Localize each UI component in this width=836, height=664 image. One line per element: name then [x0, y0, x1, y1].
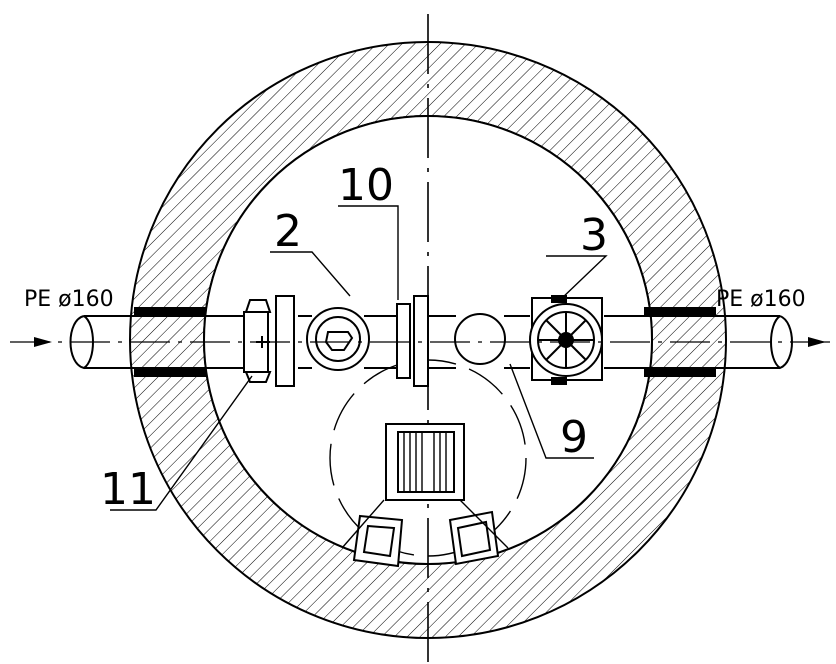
callout-11: 11 [100, 464, 156, 515]
wall-seal-right-bottom [644, 368, 716, 377]
pipe-label-left: PE ø160 [24, 287, 114, 312]
wall-seal-left-bottom [134, 368, 206, 377]
callout-2: 2 [274, 206, 302, 257]
leader-lines [110, 205, 608, 511]
pipeline [69, 315, 793, 370]
support-leader-left [341, 499, 509, 549]
fitting-9 [454, 313, 506, 365]
callout-10: 10 [338, 160, 394, 211]
support-block-left [352, 514, 404, 568]
callout-3: 3 [580, 210, 608, 261]
flow-arrow-in [34, 337, 52, 347]
callout-9: 9 [560, 412, 588, 463]
flange-adapter-11 [243, 295, 295, 387]
flow-arrow-out [808, 337, 826, 347]
support-block-right [448, 510, 500, 566]
gate-valve-3 [529, 295, 603, 385]
wall-seal-right-top [644, 307, 716, 316]
pipe-label-right: PE ø160 [716, 287, 806, 312]
wall-seal-left-top [134, 307, 206, 316]
drain-grate [385, 423, 465, 501]
water-meter-2 [306, 307, 370, 371]
flange-pair-10 [396, 295, 429, 387]
